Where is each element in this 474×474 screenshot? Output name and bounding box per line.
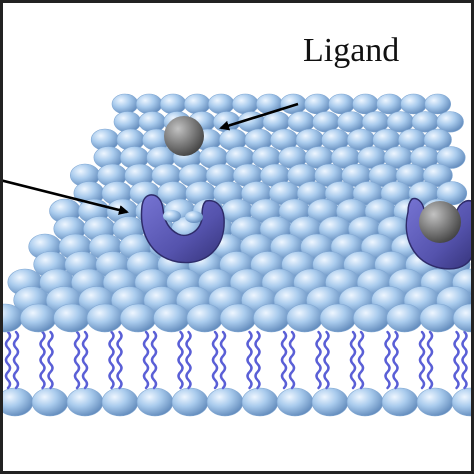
receptor-empty [140,194,225,264]
lipid-head [101,387,139,417]
lipid-head [241,387,279,417]
lipid-tails [4,330,468,390]
lipid-head [111,93,139,115]
lipid-head [436,146,466,169]
lipid-tail [357,330,365,390]
lipid-head [346,387,384,417]
lipid-head [381,387,419,417]
lipid-tail [315,330,322,390]
lipid-head [352,303,390,333]
lipid-head [276,387,314,417]
receptor-pocket-bead [163,210,181,222]
lipid-head [280,93,307,115]
lipid-head [451,387,474,417]
lipid-tail [108,330,115,390]
lipid-tail [323,330,330,390]
receptor-bound [405,197,474,270]
lipid-head [319,303,357,333]
lipid-tail [461,330,468,390]
lipid-tail [219,330,227,390]
lipid-head [286,303,324,333]
lipid-head [376,93,403,115]
lipid-head [31,387,69,417]
lipid-head [136,387,174,417]
lipid-head [328,93,355,115]
lipid-tail [246,330,253,390]
lipid-tail [12,330,20,390]
lipid-head [66,387,104,417]
lipid-head [416,387,454,417]
lipid-head [53,303,90,333]
lipid-head [311,387,349,417]
lipid-head [232,93,259,115]
lipid-tail [392,330,399,390]
lipid-tail [254,330,261,390]
lipid-head [422,163,453,187]
lipid-tail [142,330,150,390]
lipid-head [153,303,190,333]
lipid-head [424,93,452,115]
lipid-tail [73,330,81,390]
lipid-tail [349,330,357,390]
lipid-head [253,303,290,333]
bottom-lipid-heads [0,387,474,417]
lipid-head [207,93,235,115]
free-ligand [164,116,204,156]
receptor-pocket-bead [185,211,203,223]
lipid-tail [453,330,460,390]
lipid-head [138,111,166,133]
lipid-head [304,93,331,115]
lipid-tail [426,330,434,390]
ligand-label: Ligand [303,32,399,69]
lipid-tail [116,330,123,390]
bound-ligand [419,201,461,243]
lipid-head [400,93,427,115]
lipid-head [0,387,34,417]
lipid-head [386,303,423,333]
lipid-head [186,303,224,333]
lipid-head [119,303,157,333]
lipid-head [206,387,244,417]
lipid-head [19,303,57,333]
lipid-head [135,93,163,115]
top-lipid-heads [0,93,474,333]
receptor-arrow [0,178,129,215]
lipid-head [436,111,464,133]
lipid-head [419,303,457,333]
lipid-tail [418,330,426,390]
lipid-tail [211,330,219,390]
lipid-tail [280,330,288,390]
lipid-tail [288,330,296,390]
lipid-head [219,303,257,333]
lipid-head [171,387,209,417]
lipid-tail [81,330,89,390]
lipid-tail [185,330,192,390]
lipid-tail [177,330,184,390]
lipid-head [352,93,379,115]
lipid-tail [384,330,391,390]
ligand-arrow [219,102,299,131]
lipid-head [423,128,452,151]
lipid-head [159,93,187,115]
lipid-tail [39,330,46,390]
lipid-tail [150,330,158,390]
lipid-tail [4,330,12,390]
lipid-tail [47,330,54,390]
lipid-head [183,93,211,115]
lipid-head [86,303,124,333]
